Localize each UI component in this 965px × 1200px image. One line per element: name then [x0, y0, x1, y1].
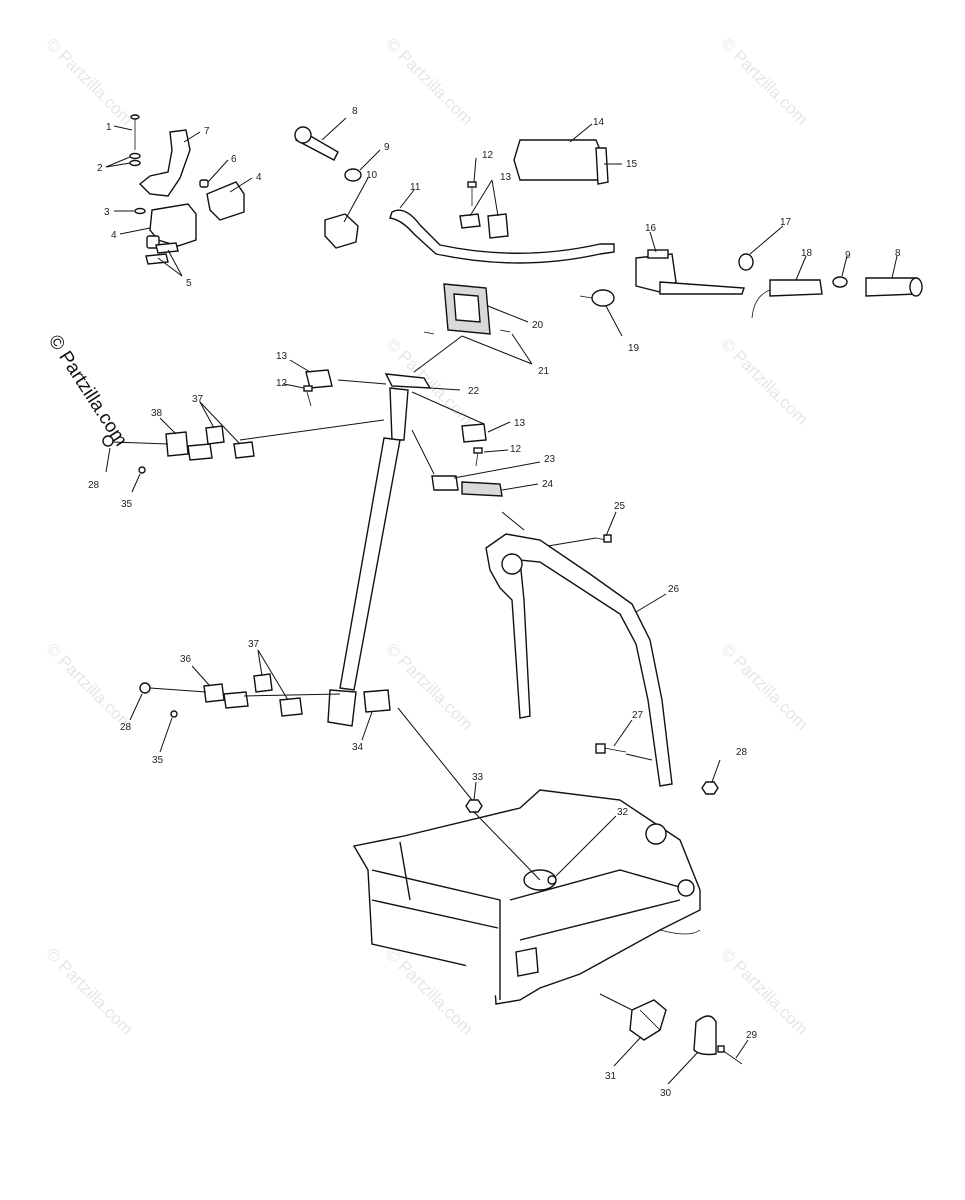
hoop-bolt: [595, 534, 612, 543]
fitting-nut: [738, 253, 754, 271]
side-watermark-text: © Partzilla.com: [44, 331, 131, 450]
right-grip-end: [865, 277, 923, 297]
decals: [431, 475, 503, 497]
callout-8: 8: [895, 248, 901, 259]
chassis-frame: [352, 789, 701, 1005]
watermark-text: © Partzilla.com: [42, 944, 136, 1038]
callout-35: 35: [121, 499, 133, 510]
steering-post-top: [384, 373, 432, 441]
frame-nut: [465, 799, 483, 813]
switch-housing: [324, 213, 359, 249]
callout-19: 19: [628, 343, 640, 354]
callout-3: 3: [104, 207, 110, 218]
callout-7: 7: [204, 126, 210, 137]
callout-28: 28: [736, 747, 748, 758]
heated-grip: [751, 279, 823, 319]
callout-1: 1: [106, 122, 112, 133]
callout-21: 21: [538, 366, 550, 377]
left-washer: [344, 168, 362, 182]
callout-38: 38: [151, 408, 163, 419]
watermark-text: © Partzilla.com: [717, 639, 811, 733]
right-washer: [832, 276, 848, 288]
callout-34: 34: [352, 742, 364, 753]
callout-35: 35: [152, 755, 164, 766]
plate-screws: [423, 329, 511, 335]
lower-bushing-set: [139, 673, 303, 718]
callout-9: 9: [845, 250, 851, 261]
callout-4: 4: [111, 230, 117, 241]
mount-plate: [443, 283, 491, 335]
left-grip-end: [294, 126, 339, 161]
upper-bushing-set: [102, 425, 255, 474]
hoop-bottom-bolt: [595, 743, 627, 754]
upper-left-bracket-assembly: [129, 114, 245, 265]
handlebar: [389, 209, 615, 264]
steering-hoop: [485, 533, 673, 787]
callout-13: 13: [500, 172, 512, 183]
callout-11: 11: [410, 182, 421, 193]
callout-4: 4: [256, 172, 262, 183]
clamps-top: [459, 213, 509, 239]
watermark-text: © Partzilla.com: [717, 334, 811, 428]
callout-labels: 1 2 3 4 4 5 6 7 8 8 9 9 10 11 12 12 12 1…: [88, 106, 901, 1099]
callout-32: 32: [617, 807, 629, 818]
callout-30: 30: [660, 1088, 672, 1099]
callout-15: 15: [626, 159, 638, 170]
callout-5: 5: [186, 278, 192, 289]
callout-9: 9: [384, 142, 390, 153]
callout-23: 23: [544, 454, 556, 465]
callout-13: 13: [276, 351, 288, 362]
callout-36: 36: [180, 654, 192, 665]
boot-screw: [717, 1045, 743, 1065]
callout-10: 10: [366, 170, 378, 181]
callout-37: 37: [192, 394, 204, 405]
callout-8: 8: [352, 106, 358, 117]
bolt-top: [467, 181, 477, 206]
callout-12: 12: [482, 150, 494, 161]
post-clamp-left: [303, 369, 333, 407]
callout-6: 6: [231, 154, 237, 165]
watermark-text: © Partzilla.com: [717, 944, 811, 1038]
steering-post-shaft: [327, 437, 401, 727]
watermark-text: © Partzilla.com: [382, 639, 476, 733]
callout-26: 26: [668, 584, 680, 595]
post-clamp-right: [461, 423, 487, 467]
hoop-nut: [701, 781, 719, 795]
callout-29: 29: [746, 1030, 758, 1041]
callout-33: 33: [472, 772, 484, 783]
callout-28: 28: [88, 480, 100, 491]
callout-2: 2: [97, 163, 103, 174]
throttle-cover: [579, 289, 615, 307]
callout-17: 17: [780, 217, 792, 228]
leader-lines: [105, 117, 898, 1085]
watermark-text: © Partzilla.com: [42, 639, 136, 733]
boot-clamp: [693, 1015, 717, 1056]
callout-18: 18: [801, 248, 813, 259]
handlebar-pad: [513, 139, 609, 185]
callout-14: 14: [593, 117, 605, 128]
callout-37: 37: [248, 639, 260, 650]
callout-20: 20: [532, 320, 544, 331]
watermark-text: © Partzilla.com: [382, 34, 476, 128]
callout-27: 27: [632, 710, 644, 721]
callout-12: 12: [276, 378, 288, 389]
cover-plate: [363, 689, 391, 713]
callout-31: 31: [605, 1071, 617, 1082]
callout-12: 12: [510, 444, 522, 455]
steering-boot: [629, 999, 667, 1041]
brake-master-cylinder: [635, 249, 745, 295]
frame-bolt: [547, 875, 557, 885]
callout-13: 13: [514, 418, 526, 429]
callout-16: 16: [645, 223, 657, 234]
callout-28: 28: [120, 722, 132, 733]
watermark-text: © Partzilla.com: [42, 34, 136, 128]
callout-22: 22: [468, 386, 480, 397]
callout-24: 24: [542, 479, 554, 490]
watermark-text: © Partzilla.com: [717, 34, 811, 128]
callout-25: 25: [614, 501, 626, 512]
